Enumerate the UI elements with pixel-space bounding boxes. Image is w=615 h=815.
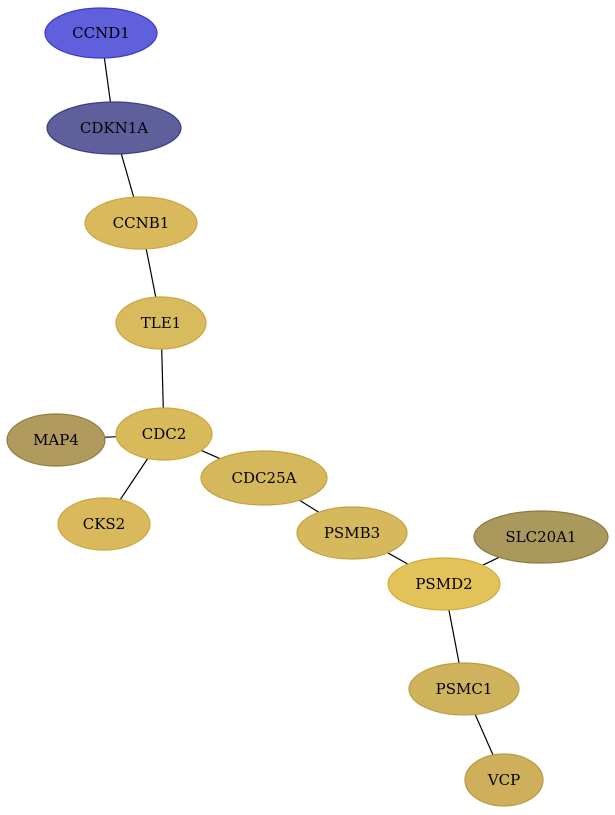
edge-cdc2-map4 [104,436,117,438]
node-ellipse [115,296,207,350]
node-cks2[interactable]: CKS2 [57,497,151,551]
node-vcp[interactable]: VCP [464,753,544,807]
node-label: CCND1 [72,24,130,42]
node-psmd2[interactable]: PSMD2 [387,557,501,611]
node-label: CCNB1 [113,214,170,232]
node-ellipse [115,407,213,461]
node-label: MAP4 [33,431,79,449]
node-label: SLC20A1 [505,528,576,546]
node-label: CDC2 [142,425,187,443]
edge-cdc2-cks2 [119,458,149,501]
edge-ccnb1-tle1 [145,248,157,298]
node-ellipse [464,753,544,807]
node-ellipse [473,510,609,564]
edge-cdc2-cdc25a [201,449,221,460]
node-cdc25a[interactable]: CDC25A [200,450,328,506]
edge-psmb3-psmd2 [387,552,409,565]
edge-tle1-cdc2 [161,348,164,409]
node-ellipse [84,196,198,250]
node-cdc2[interactable]: CDC2 [115,407,213,461]
edge-layer [103,57,500,756]
node-ellipse [44,7,158,59]
node-label: PSMD2 [415,575,472,593]
edge-psmd2-psmc1 [448,609,460,664]
node-map4[interactable]: MAP4 [6,413,106,467]
node-ccnb1[interactable]: CCNB1 [84,196,198,250]
node-label: TLE1 [141,314,181,332]
node-label: CKS2 [83,515,126,533]
edge-ccnd1-cdkn1a [103,57,111,103]
node-ellipse [6,413,106,467]
edge-psmd2-slc20a1 [482,556,500,566]
node-ellipse [200,450,328,506]
node-psmb3[interactable]: PSMB3 [296,506,408,560]
edge-psmc1-vcp [474,714,494,756]
node-label: VCP [487,771,520,789]
node-tle1[interactable]: TLE1 [115,296,207,350]
node-label: PSMC1 [436,680,493,698]
node-ellipse [296,506,408,560]
edge-cdc25a-psmb3 [299,499,320,513]
node-label: CDKN1A [80,119,148,137]
node-ellipse [408,662,520,716]
node-label: CDC25A [232,469,297,487]
node-label: PSMB3 [324,524,380,542]
node-cdkn1a[interactable]: CDKN1A [46,101,182,155]
node-ellipse [387,557,501,611]
node-ccnd1[interactable]: CCND1 [44,7,158,59]
edge-cdkn1a-ccnb1 [120,153,135,198]
node-ellipse [46,101,182,155]
node-ellipse [57,497,151,551]
node-psmc1[interactable]: PSMC1 [408,662,520,716]
node-slc20a1[interactable]: SLC20A1 [473,510,609,564]
